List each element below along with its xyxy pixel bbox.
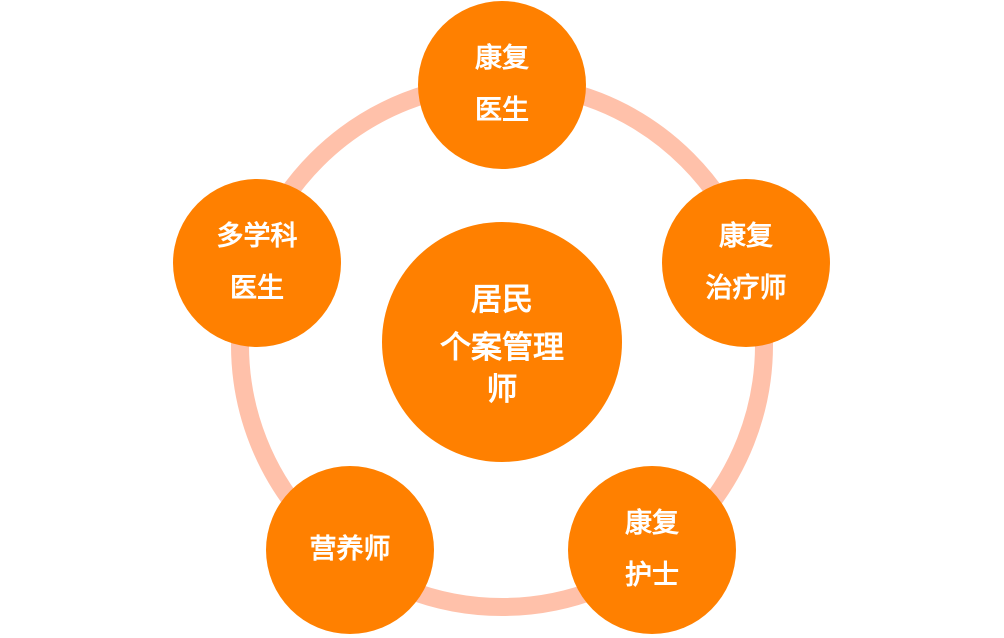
node-line: 康复: [625, 508, 679, 539]
node-nutritionist: 营养师: [266, 466, 434, 634]
node-line: 多学科: [216, 221, 298, 252]
center-line: 师: [486, 372, 518, 408]
center-line: 居民: [471, 282, 533, 318]
node-rehab-therapist: 康复 治疗师: [662, 179, 830, 347]
node-multidisciplinary-doctor: 多学科 医生: [173, 179, 341, 347]
center-node-case-manager: 居民 个案管理 师: [382, 222, 622, 462]
node-rehab-nurse: 康复 护士: [568, 466, 736, 634]
node-rehab-doctor: 康复 医生: [418, 1, 586, 169]
node-line: 营养师: [309, 534, 391, 565]
node-line: 医生: [230, 273, 284, 304]
node-line: 康复: [475, 43, 529, 74]
node-line: 治疗师: [705, 273, 787, 304]
node-line: 康复: [719, 221, 773, 252]
center-line: 个案管理: [440, 330, 564, 366]
node-line: 护士: [625, 560, 679, 591]
node-line: 医生: [475, 95, 529, 126]
